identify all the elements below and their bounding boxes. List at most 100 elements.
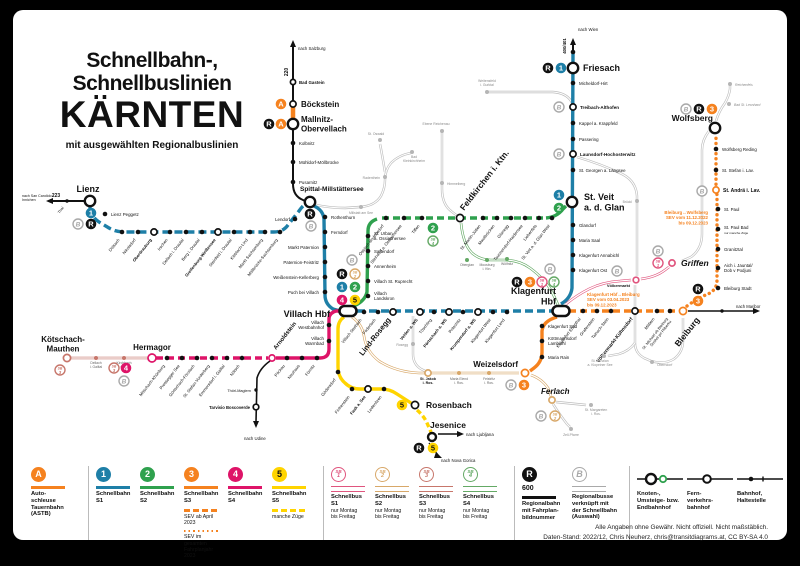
- arrow-ljubljana: [457, 431, 464, 437]
- line-s4-arnoldstein-villach: [276, 309, 341, 360]
- station-w-lfnitz: [505, 257, 509, 261]
- station-berg-i-drautal: [199, 229, 205, 235]
- svg-text:SB: SB: [112, 365, 117, 369]
- station-label-lienz-peggetz: Lienz Peggetz: [111, 212, 139, 217]
- station-klagenfurt-west: [490, 309, 496, 315]
- station-v-lkermarkt-k-hnsdorf: [631, 307, 639, 315]
- station-mittlern: [654, 308, 660, 314]
- badge-b-311-226: B: [305, 220, 317, 232]
- station-t-schling: [431, 309, 437, 315]
- badge-sb1-658-263: SB1: [652, 257, 664, 269]
- map-label-linenum-400-401: 400/401: [562, 38, 567, 54]
- station-puch-bei-villach: [322, 289, 328, 295]
- station-pusarnitz: [290, 179, 296, 185]
- station-dellach: [94, 356, 98, 360]
- badge-b-541-416: B: [535, 410, 547, 422]
- station-oberglan: [465, 258, 469, 262]
- station-villach: [326, 338, 332, 344]
- legend-label: bildnummer: [522, 514, 556, 521]
- title-subtitle: mit ausgewählten Regionalbuslinien: [65, 140, 239, 152]
- station-label-klagenfurt-annabichl: Klagenfurt Annabichl: [579, 253, 619, 258]
- badge-b-78-224: B: [72, 218, 84, 230]
- station-label-tiffen: Tiffen: [411, 223, 422, 235]
- station-greifenburg-wei-ensee: [214, 228, 222, 236]
- station-label-treibach-althofen: Treibach-Althofen: [580, 105, 619, 110]
- legend-label: Knoten-,: [637, 491, 661, 497]
- station-p-ckau: [284, 355, 290, 361]
- svg-text:1: 1: [657, 263, 660, 268]
- station-label-granitztal: Granitztal: [724, 247, 743, 252]
- station-label-wolfsberg-reding: Wolfsberg Reding: [722, 147, 757, 152]
- station-st-georgen-a-l-ngsee: [570, 167, 576, 173]
- station-f-rnitz: [314, 355, 320, 361]
- poster-card: [13, 10, 787, 540]
- badge-sb3-114-368: SB3: [108, 362, 120, 374]
- svg-text:R: R: [339, 270, 345, 279]
- station-bad-st-leonhard: [727, 102, 731, 106]
- map-label-nach-maribor: nach Maribor: [736, 304, 761, 309]
- line-sb1-voelkermarkt-griffen-inner: [640, 266, 670, 280]
- legend-label: S4: [228, 497, 236, 504]
- station-label-maria-rain: Maria Rain: [548, 355, 570, 360]
- station-ebene-reichenau: [440, 129, 444, 133]
- station-label-bad-gastein: Bad Gastein: [299, 80, 325, 85]
- svg-text:B: B: [557, 104, 562, 111]
- svg-text:B: B: [684, 106, 689, 113]
- line-bus-rosegg-inner: [412, 316, 428, 373]
- svg-text:B: B: [309, 223, 314, 230]
- badge-3-712-109: 3: [706, 103, 718, 115]
- badge-b-124-381: B: [118, 375, 130, 387]
- badge-b-511-385: B: [505, 379, 517, 391]
- station-label-thal: Thal: [57, 206, 65, 214]
- badge-1-342-287: 1: [336, 281, 348, 293]
- station-ledenitzen: [381, 386, 387, 392]
- station-mallnitz-: [286, 117, 300, 131]
- station-st-veit-a-d-glan-west: [549, 215, 555, 221]
- station-st-stefan-i-lav-: [713, 167, 719, 173]
- station-weitensfeld: [485, 90, 489, 94]
- legend-label: S3: [184, 497, 192, 504]
- map-label-nach-wien: nach Wien: [578, 27, 599, 32]
- legend-item-symbols-2: Bahnhof,Haltestelle: [737, 466, 783, 540]
- station-nikolsdorf: [135, 229, 141, 235]
- station-lienz-peggetz: [102, 211, 108, 217]
- station-label-ebene-reichenau: Ebene Reichenau: [423, 122, 450, 126]
- station-tiffen: [419, 215, 425, 221]
- station-passering: [570, 136, 576, 142]
- station-villach: [365, 293, 371, 299]
- station-label-m-hldorf-m-llbr-cke: Mühldorf-Möllbrücke: [299, 160, 339, 165]
- legend-label: Schnellbus: [419, 494, 450, 500]
- station-finkenstein: [349, 386, 355, 392]
- station-pritschitz: [460, 309, 466, 315]
- legend-item-symbols-0: Knoten-,Umsteige- bzw.Endbahnhof: [637, 466, 683, 540]
- legend-badge-r: R: [522, 467, 537, 482]
- station-oberndorf: [650, 360, 654, 364]
- station-feistritz: [487, 371, 491, 375]
- svg-text:5: 5: [431, 444, 435, 453]
- svg-text:R: R: [514, 278, 520, 287]
- station-label-annenheim: Annenheim: [374, 264, 397, 269]
- station-bad-gastein: [289, 78, 297, 86]
- line-bus-st-oswald-inner: [379, 143, 386, 173]
- line-s5-villach-rosenbach: [336, 315, 412, 405]
- legend-swatch: [228, 486, 262, 489]
- station-label-st-andr-i-lav-: St. Andrä i. Lav.: [723, 188, 761, 194]
- legend-sublabel: nur Montag: [375, 507, 402, 514]
- legend-symbol-fern: [687, 472, 733, 491]
- station-tainach-stein: [608, 308, 614, 314]
- badge-b-559-154: B: [553, 148, 565, 160]
- svg-text:B: B: [557, 151, 562, 158]
- station-steindorf-a-ossiachersee: [401, 215, 407, 221]
